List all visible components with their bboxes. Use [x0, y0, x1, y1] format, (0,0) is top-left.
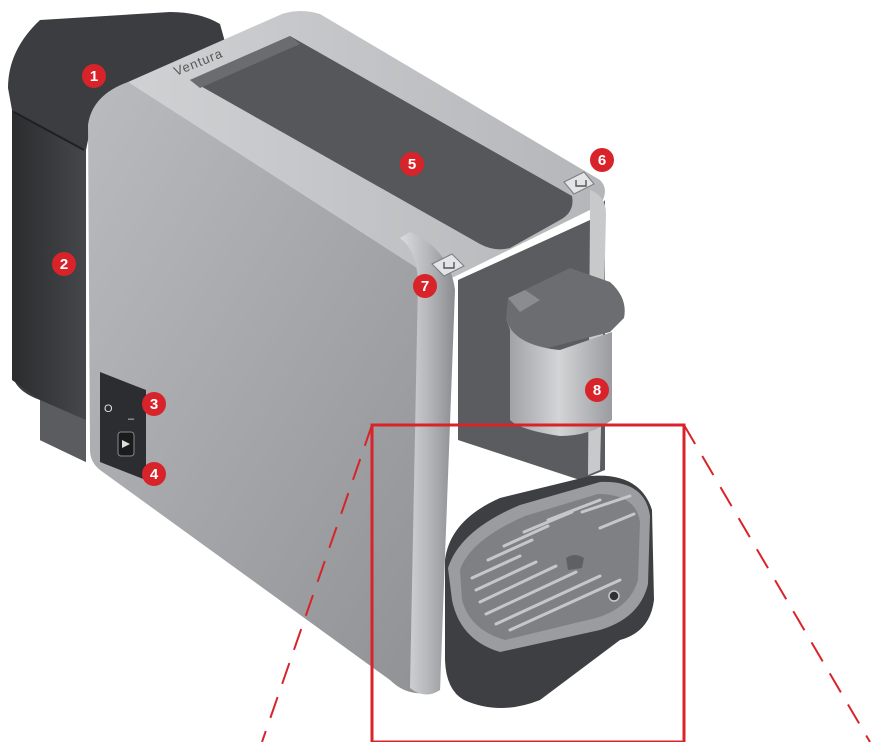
callout-8-label: 8	[593, 382, 601, 399]
front-post	[400, 232, 455, 695]
cup-button-large[interactable]	[563, 171, 595, 195]
water-tank	[8, 12, 230, 462]
callout-4-label: 4	[150, 466, 159, 483]
callout-7: 7	[413, 274, 437, 298]
power-switch-panel: O –	[100, 372, 146, 480]
capsule-lid	[190, 36, 573, 250]
callout-5: 5	[400, 152, 424, 176]
callout-7-label: 7	[421, 278, 429, 295]
callout-6-label: 6	[598, 152, 606, 169]
callout-2-label: 2	[60, 256, 68, 273]
switch-off-symbol: O	[104, 403, 113, 415]
switch-on-symbol: –	[128, 413, 135, 425]
callout-3: 3	[142, 392, 166, 416]
cup-button-small[interactable]	[431, 253, 465, 277]
machine-side-panel	[88, 82, 450, 694]
drip-tray-grille	[470, 494, 636, 632]
drip-tray	[445, 475, 654, 708]
zoom-projection-lines	[261, 424, 871, 742]
machine-top: Ventura	[128, 11, 605, 279]
brewing-head	[506, 268, 625, 436]
callout-2: 2	[52, 252, 76, 276]
callout-5-label: 5	[408, 156, 416, 173]
callout-3-label: 3	[150, 396, 158, 413]
zoom-frame	[370, 423, 686, 742]
callout-8: 8	[585, 378, 609, 402]
callout-1: 1	[82, 64, 106, 88]
callout-1-label: 1	[90, 68, 98, 85]
callout-4: 4	[142, 462, 166, 486]
drip-tray-level-indicator	[608, 590, 620, 602]
callout-6: 6	[590, 148, 614, 172]
